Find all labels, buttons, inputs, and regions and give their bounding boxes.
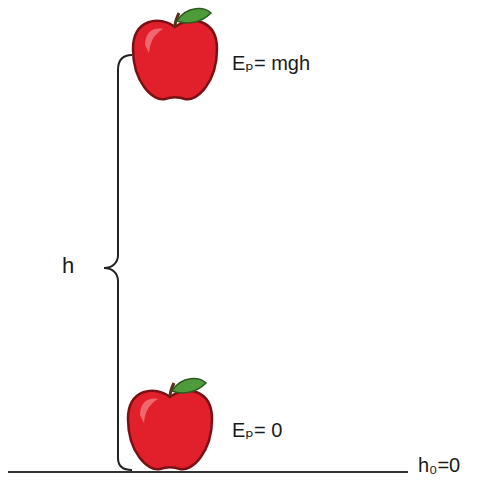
apple-bottom [128,379,212,470]
energy-label: Eₚ= 0 [232,419,282,442]
height-label: h [62,253,74,278]
height-brace [104,55,132,470]
energy-label: Eₚ= mgh [232,52,310,75]
reference-height-label: h₀=0 [418,454,460,477]
ground-line [8,471,408,473]
apple-top [133,9,217,100]
